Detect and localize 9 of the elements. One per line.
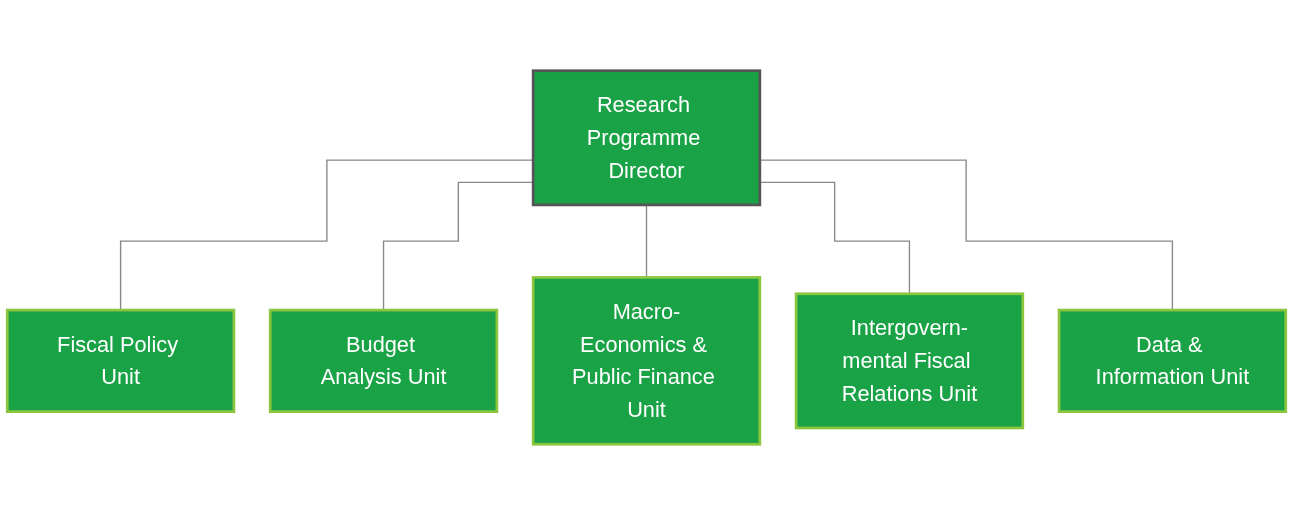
connector (759, 159, 1174, 311)
connector (119, 159, 534, 311)
node-box (531, 69, 762, 207)
node-box (794, 292, 1025, 430)
node-box (531, 276, 762, 446)
connector (382, 181, 534, 311)
node-box (5, 308, 236, 413)
node-box (268, 308, 499, 413)
node-box (1057, 308, 1288, 413)
